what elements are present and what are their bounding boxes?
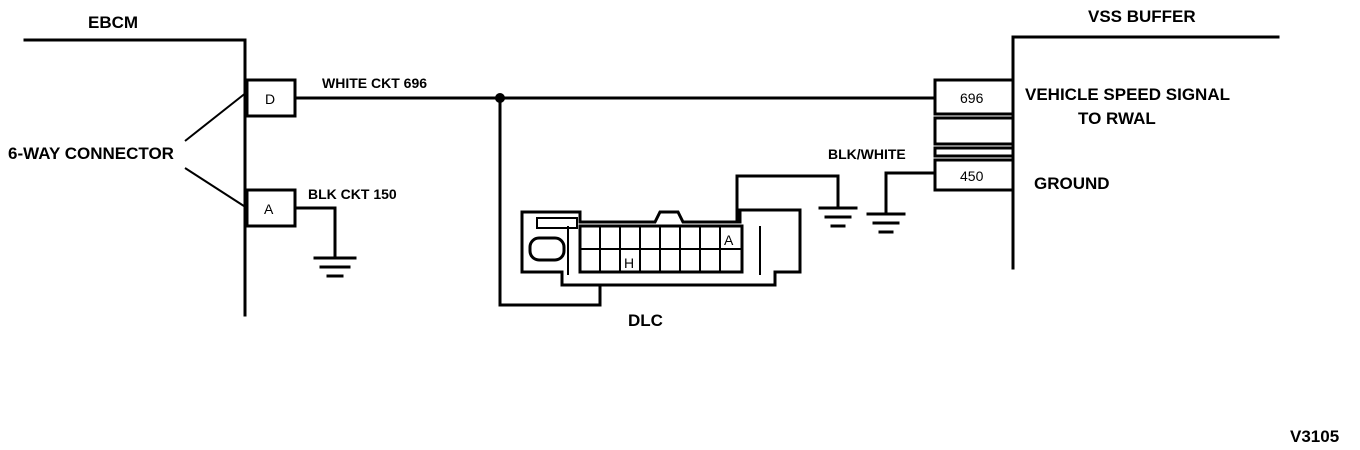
ebcm-label: EBCM <box>88 13 138 32</box>
dlc-pin-h: H <box>624 255 634 271</box>
blk-ckt-label: BLK CKT 150 <box>308 186 397 202</box>
svg-text:A: A <box>264 201 274 217</box>
vss-signal-label-2: TO RWAL <box>1078 109 1156 128</box>
vss-pin-696: 696 <box>960 90 984 106</box>
blk-ckt-150-wire <box>293 206 337 260</box>
ebcm-terminal-a: A <box>245 188 297 228</box>
ground-symbol-vss <box>866 212 906 234</box>
ebcm-terminal-d: D <box>245 78 297 118</box>
vss-buffer-module <box>1011 35 1280 270</box>
ground-label: GROUND <box>1034 174 1110 193</box>
vss-ground-wire <box>884 171 937 216</box>
white-ckt-696-wire <box>293 93 937 307</box>
dlc-ground-wire <box>735 174 840 224</box>
white-ckt-label: WHITE CKT 696 <box>322 75 427 91</box>
vss-buffer-connector: 696 450 <box>933 78 1015 192</box>
vss-signal-label-1: VEHICLE SPEED SIGNAL <box>1025 85 1230 104</box>
connector-leader-lines <box>184 91 248 209</box>
figure-id: V3105 <box>1290 427 1339 446</box>
vss-pin-450: 450 <box>960 168 984 184</box>
vss-buffer-label: VSS BUFFER <box>1088 7 1196 26</box>
dlc-label: DLC <box>628 311 663 330</box>
dlc-connector: H A <box>520 208 802 287</box>
ground-symbol-dlc <box>818 206 858 228</box>
ebcm-module <box>23 38 247 317</box>
svg-text:D: D <box>265 91 275 107</box>
connector-label: 6-WAY CONNECTOR <box>8 144 174 163</box>
ground-symbol-ebcm <box>313 256 357 278</box>
dlc-pin-a: A <box>724 232 734 248</box>
blk-white-label: BLK/WHITE <box>828 146 906 162</box>
